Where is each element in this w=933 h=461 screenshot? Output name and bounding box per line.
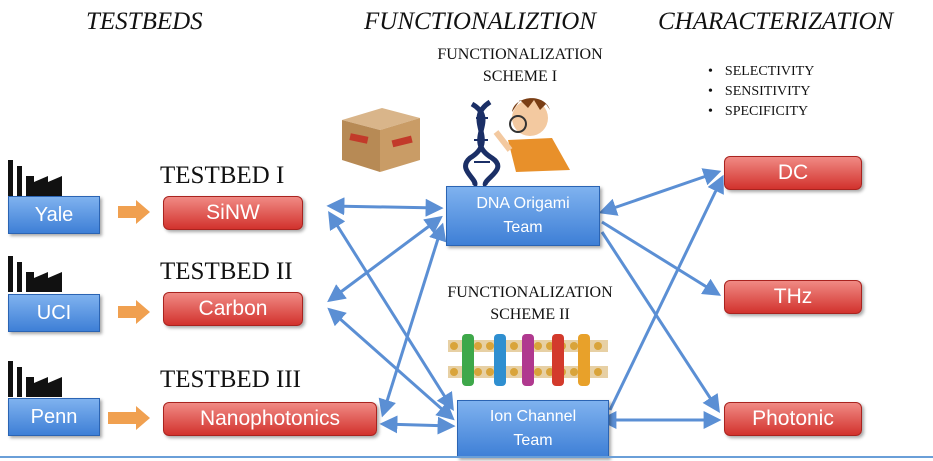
- characteristic-item: SENSITIVITY: [708, 84, 814, 100]
- testbed-2-title: TESTBED II: [160, 258, 293, 285]
- scheme1-label: FUNCTIONALIZATION SCHEME I: [395, 44, 645, 88]
- cardboard-box-icon: [342, 108, 420, 172]
- output-thz-box: THz: [724, 280, 862, 314]
- functionalization-heading: FUNCTIONALIZTION: [364, 8, 596, 35]
- output-dc-box: DC: [724, 156, 862, 190]
- scheme1-line1: FUNCTIONALIZATION: [437, 46, 603, 63]
- testbed-carbon-box: Carbon: [163, 292, 303, 326]
- testbed-3-title: TESTBED III: [160, 366, 301, 393]
- scheme2-line2: SCHEME II: [490, 306, 570, 323]
- ion-channel-membrane-icon: [448, 334, 608, 386]
- characteristic-item: SPECIFICITY: [708, 104, 814, 120]
- institution-uci: UCI: [8, 294, 100, 332]
- institution-yale: Yale: [8, 196, 100, 234]
- dna-team-line1: DNA Origami: [476, 195, 570, 212]
- orange-arrow-icon: [108, 200, 150, 430]
- bottom-divider: [0, 456, 933, 458]
- factory-icon: [8, 361, 62, 397]
- dna-scientist-icon: [463, 98, 570, 188]
- ion-team-line1: Ion Channel: [489, 408, 577, 425]
- scheme1-line2: SCHEME I: [482, 68, 558, 85]
- characterization-heading: CHARACTERIZATION: [658, 8, 894, 35]
- dna-origami-team-box: DNA Origami Team: [446, 186, 600, 246]
- testbed-nanophotonics-box: Nanophotonics: [163, 402, 377, 436]
- ion-team-line2: Team: [513, 432, 553, 449]
- dna-team-line2: Team: [503, 219, 543, 236]
- characteristics-list: SELECTIVITY SENSITIVITY SPECIFICITY: [708, 64, 814, 124]
- testbed-sinw-box: SiNW: [163, 196, 303, 230]
- testbeds-heading: TESTBEDS: [86, 8, 203, 35]
- output-photonic-box: Photonic: [724, 402, 862, 436]
- ion-channel-team-box: Ion Channel Team: [457, 400, 609, 458]
- characteristic-item: SELECTIVITY: [708, 64, 814, 80]
- connector-arrows: [326, 168, 724, 435]
- scheme2-line1: FUNCTIONALIZATION: [447, 284, 613, 301]
- testbed-1-title: TESTBED I: [160, 162, 285, 189]
- factory-icon: [8, 160, 62, 196]
- factory-icon: [8, 256, 62, 292]
- institution-penn: Penn: [8, 398, 100, 436]
- scheme2-label: FUNCTIONALIZATION SCHEME II: [405, 282, 655, 326]
